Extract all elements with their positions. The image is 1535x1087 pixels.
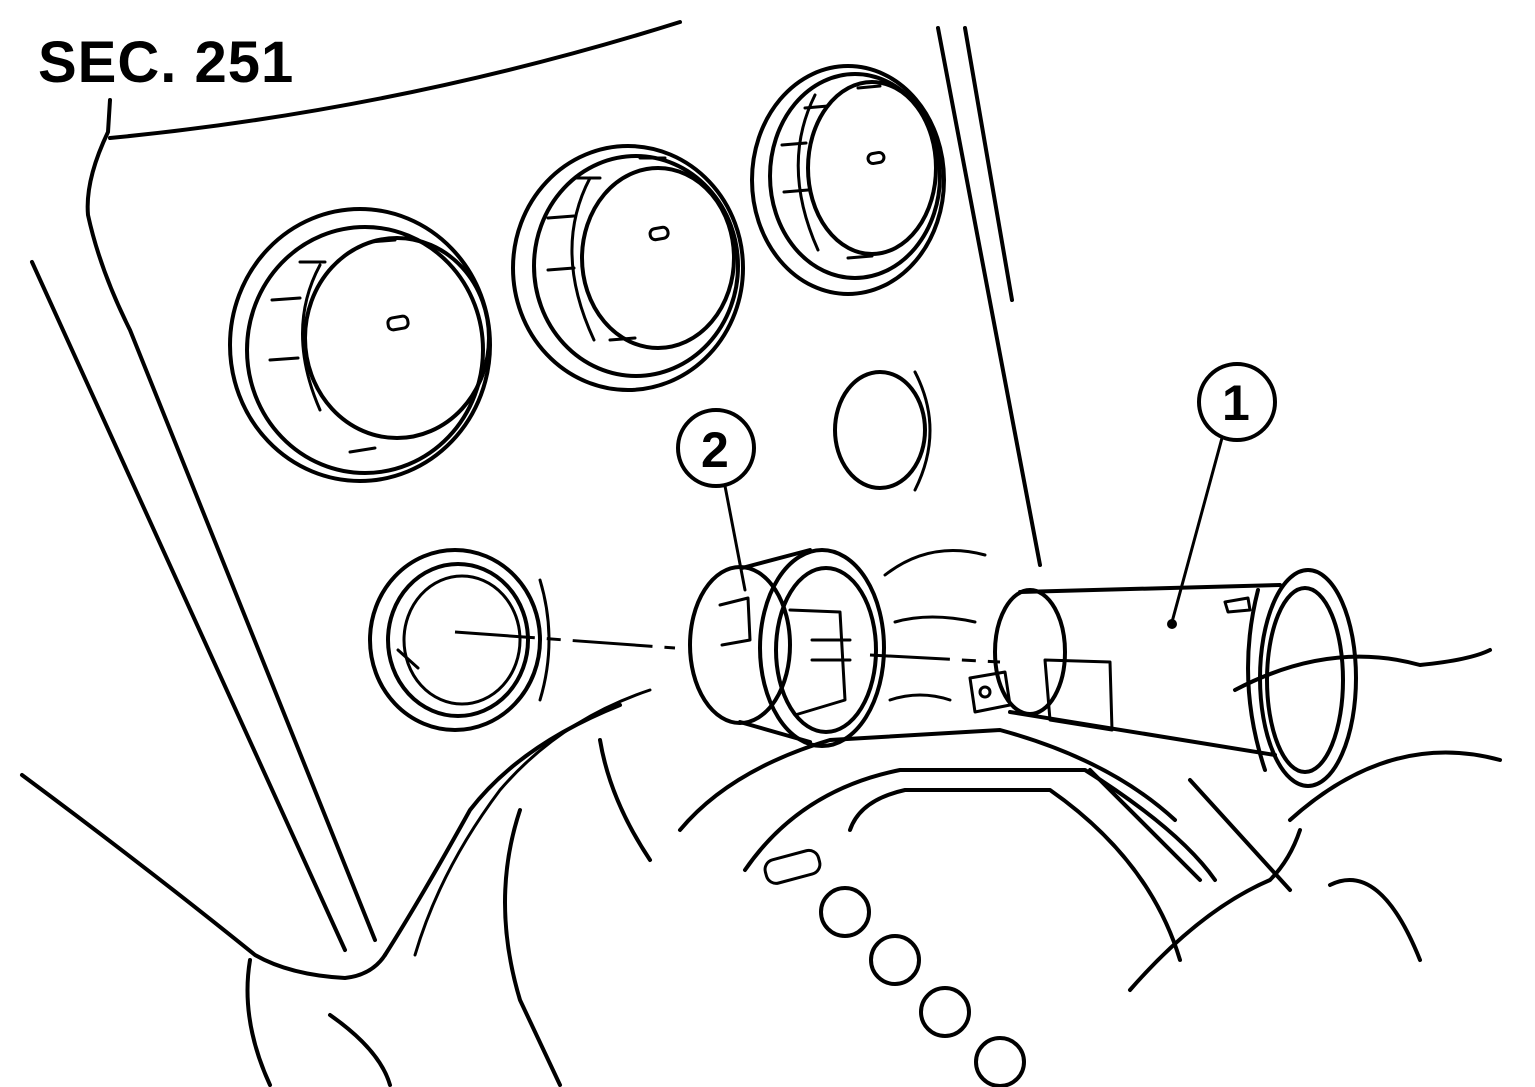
instrument-panel [20, 20, 1042, 980]
callout-1: 1 [1167, 362, 1277, 629]
callout-2-label: 2 [701, 422, 729, 478]
alignment-line [454, 630, 676, 650]
air-vent-left [228, 207, 492, 483]
lower-panel [245, 738, 652, 1087]
alignment-line-2 [869, 653, 1001, 664]
console-buttons [763, 848, 1026, 1087]
retaining-ring [688, 548, 886, 748]
section-label: SEC. 251 [38, 30, 295, 95]
console-trim [678, 549, 1502, 992]
air-vent-center [511, 144, 745, 392]
air-vent-right [750, 64, 946, 296]
callout-1-label: 1 [1222, 375, 1250, 431]
callout-2: 2 [676, 408, 756, 592]
socket-opening [368, 548, 551, 732]
switch-blank [833, 370, 932, 492]
lighter-socket [968, 568, 1358, 788]
